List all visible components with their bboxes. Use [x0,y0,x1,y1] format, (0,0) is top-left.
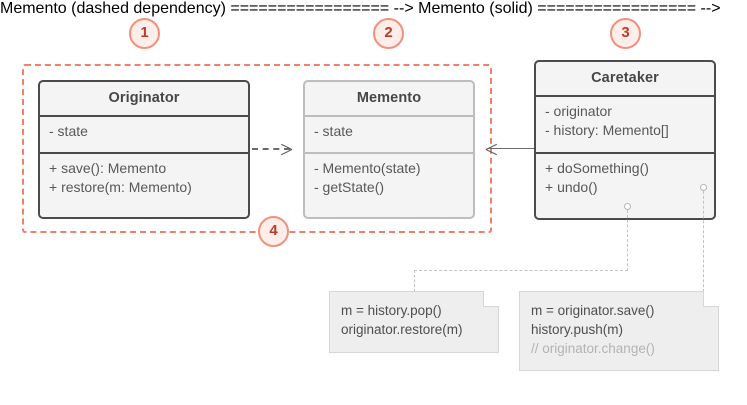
method-anchor-dot-dosomething[interactable] [700,184,707,191]
uml-class-originator-attributes: - state [40,115,248,152]
connector-undo-segment-down [627,210,628,271]
note-line: m = originator.save() [531,303,655,318]
uml-class-caretaker-attributes: - originator - history: Memento[] [536,95,714,152]
uml-member: - state [314,123,353,139]
note-fold-corner-icon [483,291,499,307]
badge-1[interactable]: 1 [129,18,160,49]
method-anchor-dot-undo[interactable] [624,203,631,210]
note-dosomething[interactable]: m = originator.save() history.push(m) //… [519,291,719,371]
note-line-comment: // originator.change() [531,341,655,356]
badge-3[interactable]: 3 [610,18,641,49]
uml-member: - getState() [314,179,385,195]
note-line: history.push(m) [531,322,624,337]
relation-caretaker-memento-stub [533,148,534,149]
uml-class-memento-attributes: - state [305,115,473,152]
uml-class-originator-methods: + save(): Memento + restore(m: Memento) [40,152,248,217]
uml-member: - state [49,123,88,139]
uml-class-caretaker-title: Caretaker [591,70,659,86]
connector-undo-segment-into-note [414,270,415,292]
uml-member: + doSomething() [545,160,649,176]
uml-class-memento[interactable]: Memento - state - Memento(state) - getSt… [303,80,475,219]
uml-class-originator-title: Originator [108,90,180,106]
uml-member: + undo() [545,179,598,195]
badge-2[interactable]: 2 [373,18,404,49]
note-line: originator.restore(m) [341,322,463,337]
uml-member: - Memento(state) [314,160,421,176]
uml-member: - originator [545,103,612,119]
relation-originator-memento-line [252,148,290,150]
uml-class-originator[interactable]: Originator - state + save(): Memento + r… [38,80,250,219]
uml-class-caretaker-methods: + doSomething() + undo() [536,152,714,218]
uml-member: + restore(m: Memento) [49,179,192,195]
uml-class-memento-methods: - Memento(state) - getState() [305,152,473,217]
uml-member: - history: Memento[] [545,122,669,138]
badge-4[interactable]: 4 [258,216,289,247]
relation-caretaker-memento-line [489,148,534,149]
connector-undo-segment-left [414,270,628,271]
uml-member: + save(): Memento [49,160,167,176]
note-undo[interactable]: m = history.pop() originator.restore(m) [329,291,499,353]
uml-class-memento-title: Memento [356,90,422,106]
note-line: m = history.pop() [341,303,442,318]
uml-class-caretaker[interactable]: Caretaker - originator - history: Mement… [534,60,716,220]
connector-dosomething-segment-down [703,191,704,292]
note-fold-corner-icon [703,291,719,307]
